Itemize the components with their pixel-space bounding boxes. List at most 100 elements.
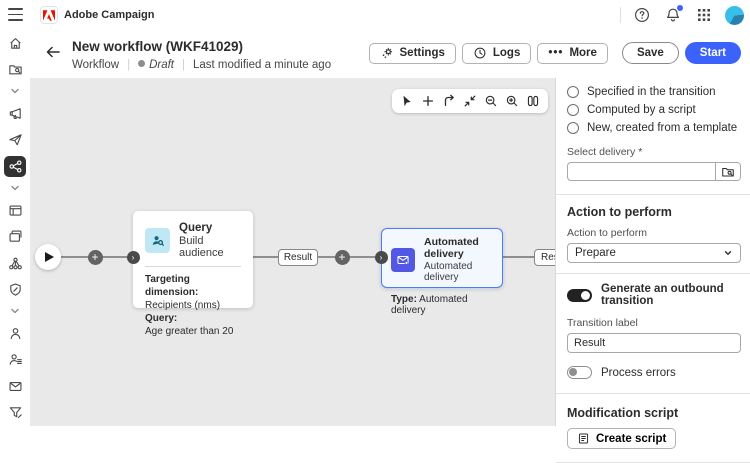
sidebar-item-deliveries[interactable] [4,129,26,150]
node-input-chevron[interactable]: › [126,250,140,264]
node-input-chevron[interactable]: › [374,250,388,264]
sidebar-item-landing-pages[interactable] [4,200,26,221]
menu-icon[interactable] [8,8,23,21]
sidebar-item-subscriptions[interactable] [4,376,26,397]
outbound-transition-toggle-row[interactable]: Generate an outbound transition [567,283,741,307]
rail-chevron-3[interactable] [9,305,21,319]
logs-button[interactable]: Logs [461,42,532,64]
notification-badge [676,4,684,12]
chevron-down-icon [11,88,19,93]
zoom-in-button[interactable] [502,91,522,111]
modification-script-heading: Modification script [567,406,679,420]
person-settings-icon [9,354,22,366]
radio-computed-by-script[interactable]: Computed by a script [567,101,741,119]
chevron-down-icon [11,308,19,313]
query-field1-label: Targeting dimension: [145,274,199,298]
action-section-heading: Action to perform [567,205,672,219]
toggle-on-icon[interactable] [567,288,592,302]
sidebar-item-profiles[interactable] [4,323,26,344]
query-node-subtitle: Build audience [179,235,224,259]
edge-line [253,256,278,258]
chevron-down-icon [724,251,732,255]
transition-label-input[interactable] [567,333,741,353]
browse-delivery-button[interactable] [715,163,740,180]
megaphone-icon [9,108,21,120]
toggle-off-icon[interactable] [567,366,592,379]
logs-clock-icon [473,46,487,60]
more-button[interactable]: ••• More [537,42,608,64]
content-cards-icon [9,230,21,242]
help-icon[interactable] [632,5,652,25]
rail-chevron-1[interactable] [9,85,21,99]
minimap-button[interactable] [523,91,543,111]
select-delivery-label: Select delivery * [567,146,643,158]
query-node-title: Query [179,222,213,234]
fit-view-button[interactable] [460,91,480,111]
transition-label-result[interactable]: Result [278,249,318,266]
auto-arrange-button[interactable] [439,91,459,111]
workflow-canvas[interactable]: + + › › Query Build audience Targeting d… [30,78,555,426]
radio-specified-in-transition[interactable]: Specified in the transition [567,83,741,101]
query-node-icon [145,228,170,253]
select-delivery-field [567,162,741,181]
add-activity-button[interactable]: + [87,249,103,265]
arrow-turn-icon [444,94,454,107]
user-avatar[interactable] [725,5,744,25]
select-delivery-input[interactable] [568,163,715,180]
delivery-type-label: Type: [391,294,417,305]
page-title: New workflow (WKF41029) [72,39,244,54]
left-navigation-rail [0,30,30,426]
save-button[interactable]: Save [621,42,679,64]
notifications-icon[interactable] [663,4,684,25]
start-node[interactable] [35,244,61,270]
delivery-node-title: Automated delivery [424,236,479,260]
query-field2-label: Query: [145,313,178,324]
chevron-down-icon [11,185,19,190]
add-node-button[interactable] [418,91,438,111]
home-icon [9,37,21,49]
settings-button[interactable]: Settings [368,42,456,64]
sidebar-item-audiences[interactable] [4,252,26,273]
zoom-out-icon [485,95,497,107]
sidebar-item-filters[interactable] [4,402,26,423]
delivery-node-subtitle: Automated delivery [424,261,473,283]
play-icon [44,252,54,262]
app-switcher-icon[interactable] [694,5,714,25]
cursor-icon [403,95,411,107]
start-button[interactable]: Start [684,42,741,64]
collapse-arrows-icon [464,95,476,107]
topbar-divider [620,7,621,23]
send-icon [8,134,22,146]
select-tool-button[interactable] [397,91,417,111]
sidebar-item-explorer[interactable] [4,59,26,80]
canvas-toolbar [392,89,548,113]
rail-chevron-2[interactable] [9,182,21,196]
query-node[interactable]: Query Build audience Targeting dimension… [133,211,253,337]
query-field1-value: Recipients (nms) [145,300,221,311]
back-button[interactable] [44,43,64,63]
delivery-type-value: Automated delivery [391,294,468,316]
process-errors-toggle-row[interactable]: Process errors [567,366,741,379]
radio-new-from-template[interactable]: New, created from a template [567,119,741,137]
create-script-button[interactable]: Create script [567,428,677,449]
folder-search-icon [722,167,734,177]
sidebar-item-workflows[interactable] [4,155,26,178]
workflow-type-label: Workflow [72,59,120,71]
funnel-edit-icon [9,407,22,419]
sidebar-item-admin[interactable] [4,349,26,370]
transition-label-result-2[interactable]: Result [534,249,555,266]
adobe-logo [40,6,58,24]
sidebar-item-offers[interactable] [4,279,26,300]
last-modified-text: Last modified a minute ago [193,59,332,71]
action-select[interactable]: Prepare [567,243,741,263]
status-badge: Draft [138,59,174,71]
automated-delivery-node[interactable]: Automated delivery Automated delivery Ty… [381,228,503,316]
folder-search-icon [8,65,22,75]
sidebar-item-content-templates[interactable] [4,226,26,247]
radio-icon [567,104,579,116]
action-field-label: Action to perform [567,227,647,239]
sidebar-item-campaigns[interactable] [4,103,26,124]
add-activity-button[interactable]: + [334,249,350,265]
sidebar-item-home[interactable] [4,33,26,54]
zoom-out-button[interactable] [481,91,501,111]
